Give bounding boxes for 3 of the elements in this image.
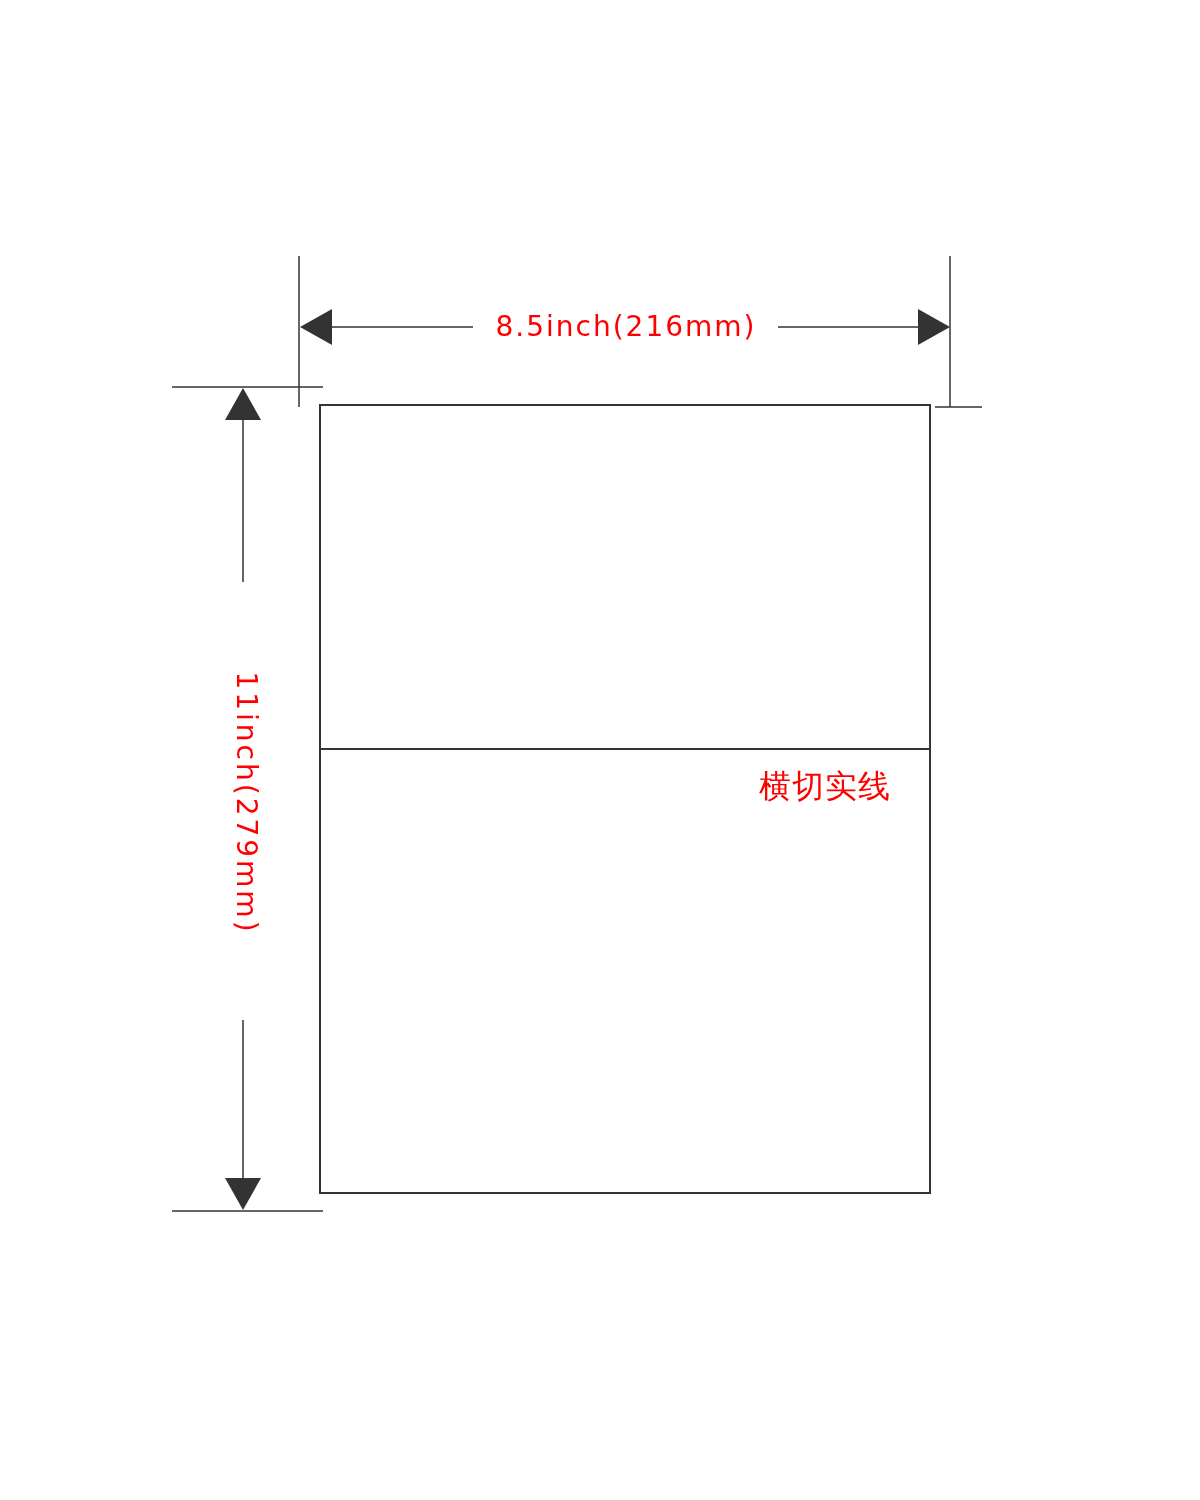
dimension-text: 11inch(279mm) [231, 671, 260, 935]
cut-line-label: 横切实线 [759, 770, 891, 802]
dimension-text: 8.5inch(216mm) [495, 313, 757, 341]
